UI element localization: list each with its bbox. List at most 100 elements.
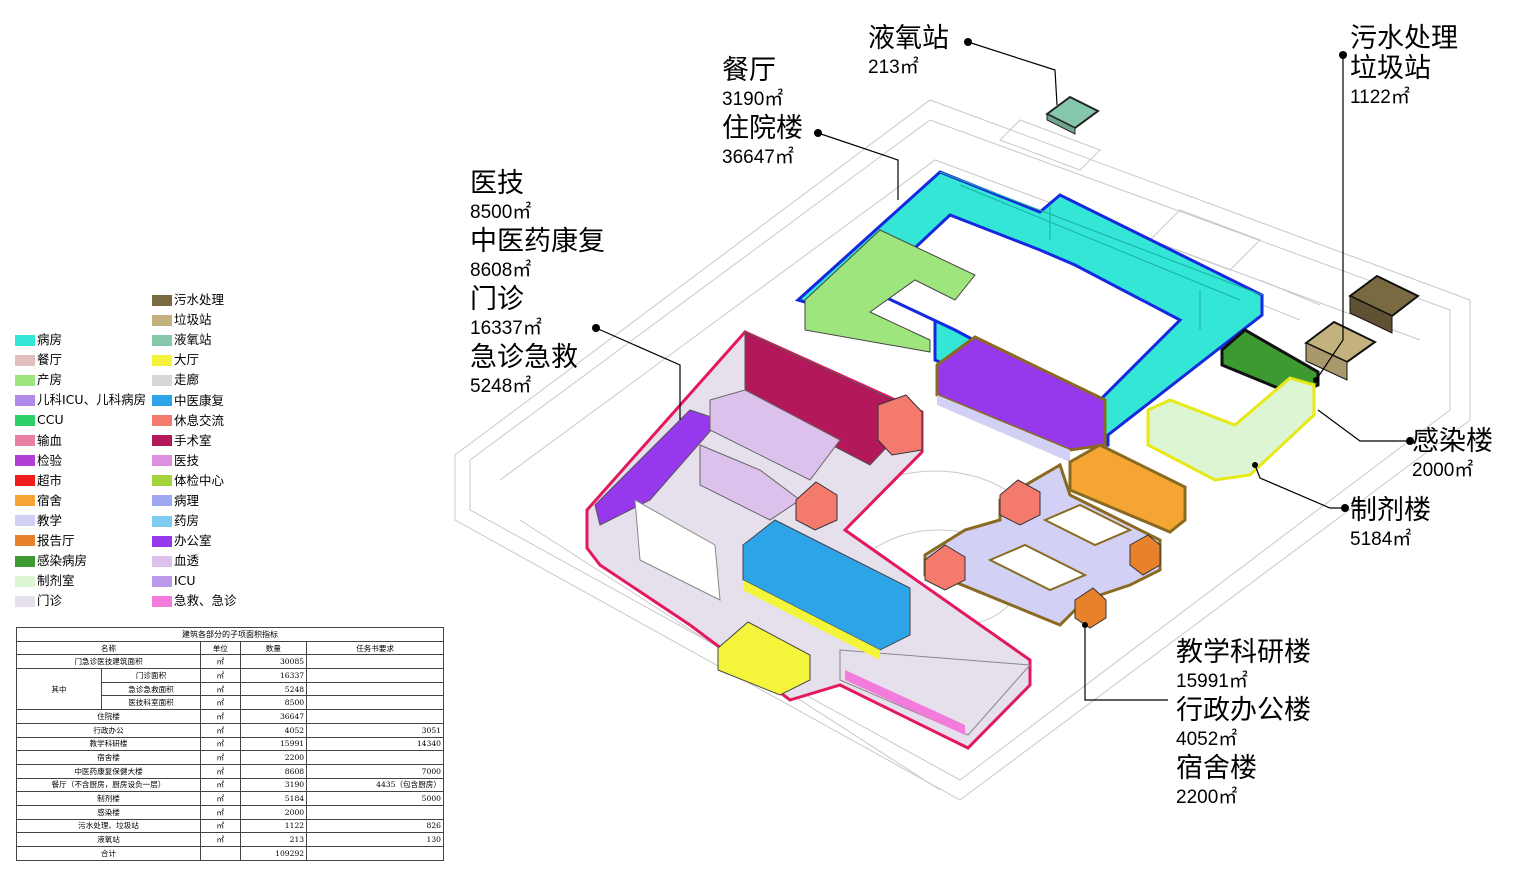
table-cell-qty: 2200 (239, 750, 308, 765)
legend-swatch (152, 435, 172, 447)
table-header: 数量 (239, 640, 308, 656)
table-cell-qty: 2000 (239, 804, 308, 820)
table-cell-unit: ㎡ (200, 804, 241, 820)
legend-item: 大厅 (152, 350, 237, 370)
table-caption: 建筑各部分的子项面积指标 (16, 627, 444, 642)
legend-label: 中医康复 (174, 392, 225, 408)
legend-swatch (152, 314, 172, 326)
liquid-oxygen-station-building (1045, 95, 1100, 135)
legend-label: 教学 (37, 512, 63, 528)
table-cell-qty: 8500 (239, 695, 308, 711)
table-cell-unit: ㎡ (200, 791, 241, 806)
legend-swatch (15, 414, 35, 426)
callout-area: 16337㎡ (470, 318, 542, 339)
callout-leader-dots (592, 38, 1414, 628)
legend-label: 宿舍 (37, 492, 63, 508)
table-cell-req: 14340 (306, 736, 444, 752)
legend-item: 制剂室 (15, 571, 146, 591)
callout-area: 213㎡ (868, 57, 919, 78)
legend-swatch (15, 475, 35, 487)
callout-area: 8500㎡ (470, 202, 532, 223)
legend-label: ICU (174, 573, 196, 589)
callout-infection: 感染楼 2000㎡ (1412, 427, 1493, 485)
legend-item: 中医康复 (152, 390, 237, 410)
table-cell-unit: ㎡ (200, 668, 241, 683)
table-cell-req: 5000 (306, 791, 444, 806)
legend-swatch (152, 575, 172, 587)
table-cell-qty: 5184 (239, 791, 308, 806)
legend-item: 病理 (152, 491, 237, 511)
callout-area: 8608㎡ (470, 260, 532, 281)
table-cell-name: 宿舍楼 (15, 750, 202, 765)
callout-teaching-admin-dorm: 教学科研楼 15991㎡ 行政办公楼 4052㎡ 宿舍楼 2200㎡ (1176, 638, 1311, 812)
legend-item: 产房 (15, 370, 146, 390)
table-row: 急诊急救面积 ㎡ 5248 (17, 681, 444, 697)
table-header: 任务书要求 (306, 640, 444, 656)
table-cell-unit: ㎡ (200, 750, 241, 765)
legend-label: 检验 (37, 452, 63, 468)
table-cell-req (306, 681, 444, 697)
legend-swatch (15, 334, 35, 346)
area-index-table: 建筑各部分的子项面积指标 名称 单位 数量 任务书要求 门急诊医技建筑面积 ㎡ … (15, 627, 444, 861)
callout-name: 医技 (470, 168, 524, 199)
legend-item: 餐厅 (15, 350, 146, 370)
legend-item: 急救、急诊 (152, 591, 237, 611)
table-cell-req (306, 750, 444, 765)
legend-item: 走廊 (152, 370, 237, 390)
legend-swatch (15, 394, 35, 406)
table-header: 名称 (15, 640, 202, 656)
sewage-treatment-building (1348, 274, 1420, 334)
table-cell-qty: 3190 (239, 777, 308, 793)
legend-swatch (152, 415, 172, 427)
table-cell-unit (200, 846, 241, 861)
callout-preparation: 制剂楼 5184㎡ (1350, 496, 1431, 554)
legend-swatch (15, 515, 35, 527)
legend-label: 药房 (174, 513, 200, 529)
legend-label: 病理 (174, 492, 200, 508)
legend-item: 污水处理 (152, 290, 237, 310)
legend-item: 办公室 (152, 531, 237, 551)
callout-medical-outpatient: 医技 8500㎡ 中医药康复 8608㎡ 门诊 16337㎡ 急诊急救 5248… (470, 169, 605, 401)
legend-swatch (152, 555, 172, 567)
table-cell-qty: 109292 (239, 846, 308, 861)
legend-item: 教学 (15, 511, 146, 531)
table-cell-qty: 15991 (239, 736, 308, 752)
legend-item: 输血 (15, 430, 146, 450)
legend-item: 儿科ICU、儿科病房 (15, 390, 146, 410)
table-row: 其中 门诊面积 ㎡ 16337 (16, 668, 444, 711)
callout-name: 污水处理 (1350, 23, 1458, 54)
legend-swatch (15, 354, 35, 366)
table-cell-name: 门急诊医技建筑面积 (15, 654, 202, 670)
legend-item: 体检中心 (152, 471, 237, 491)
table-row: 医技科室面积 ㎡ 8500 (17, 695, 444, 711)
legend-swatch (15, 435, 35, 447)
legend-swatch (152, 515, 172, 527)
lobby-building (717, 621, 811, 696)
legend-item: 感染病房 (15, 551, 146, 571)
legend-label: 制剂室 (37, 573, 75, 589)
legend-label: 办公室 (174, 533, 212, 549)
table-cell-qty: 4052 (239, 722, 308, 738)
callout-name: 液氧站 (868, 23, 949, 54)
legend-swatch (152, 595, 172, 607)
callout-name: 制剂楼 (1350, 495, 1431, 526)
callout-leader-lines (595, 41, 1410, 701)
legend-item: ICU (152, 571, 237, 591)
table-cell-name: 制剂楼 (15, 791, 202, 806)
table-cell-name: 液氧站 (15, 832, 202, 847)
legend-item: 药房 (152, 511, 237, 531)
callout-liquid-oxygen: 液氧站 213㎡ (868, 24, 949, 82)
legend-item: 液氧站 (152, 330, 237, 350)
callout-name: 教学科研楼 (1176, 637, 1311, 668)
legend-label: 医技 (174, 452, 200, 468)
preparation-building (1146, 376, 1316, 482)
legend-label: 休息交流 (174, 412, 225, 428)
legend-swatch (15, 535, 35, 547)
